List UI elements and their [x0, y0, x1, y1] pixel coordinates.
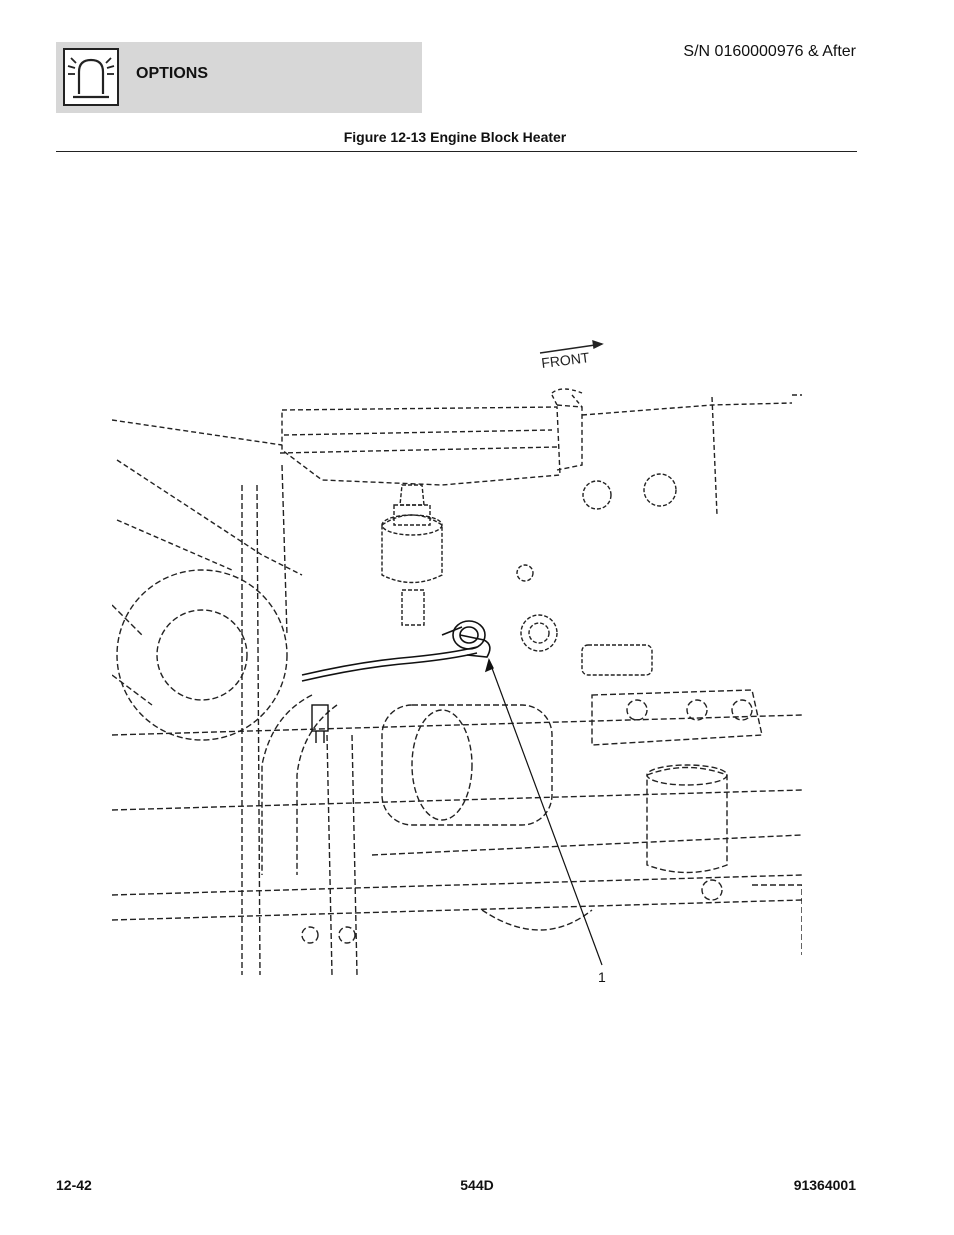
section-title: OPTIONS — [136, 65, 209, 82]
front-label: FRONT — [540, 349, 590, 371]
header-rule — [56, 151, 857, 152]
page-number: 12-42 — [56, 1177, 92, 1193]
warning-beacon-icon — [63, 48, 119, 106]
engine-block-heater-drawing: FRONT — [112, 339, 802, 985]
serial-number: S/N 0160000976 & After — [683, 43, 856, 60]
engine-block-heater — [301, 620, 491, 682]
front-arrow — [539, 343, 603, 354]
callout-label-1: 1 — [598, 969, 606, 985]
model-number: 544D — [460, 1177, 494, 1193]
callout-leader-1 — [488, 659, 603, 966]
figure-caption: Figure 12-13 Engine Block Heater — [343, 129, 567, 145]
document-number: 91364001 — [793, 1177, 856, 1193]
